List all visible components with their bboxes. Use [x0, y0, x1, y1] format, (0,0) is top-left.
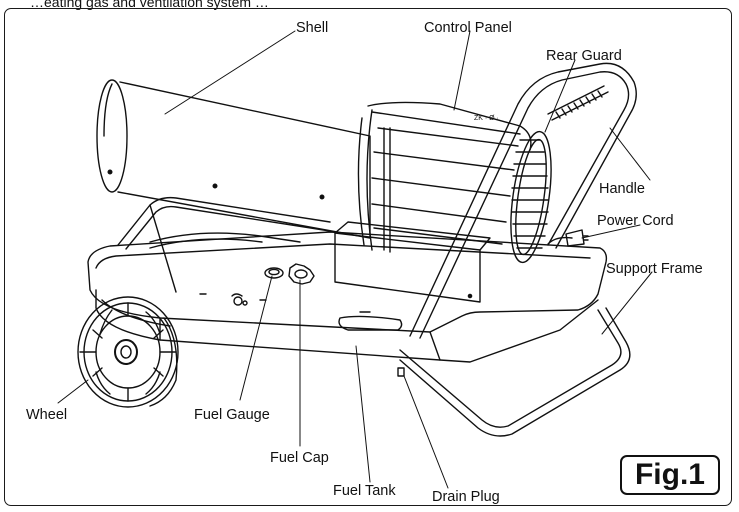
wheel-part — [77, 296, 179, 408]
leader-wheel — [57, 379, 89, 404]
fuel-cap-part — [288, 263, 315, 285]
leader-drain-plug — [403, 375, 449, 489]
leader-control-panel — [453, 30, 471, 111]
support-frame-tube — [117, 196, 631, 437]
fuel-tank — [87, 231, 608, 363]
label-fuel-cap: Fuel Cap — [270, 450, 329, 466]
label-handle: Handle — [599, 181, 645, 197]
shell-body — [96, 79, 371, 249]
leader-handle — [609, 127, 651, 181]
figure-label: Fig.1 — [620, 455, 720, 495]
drain-plug-part — [397, 367, 405, 377]
leader-support-frame — [601, 271, 653, 335]
cropped-header: …eating gas and ventilation system … — [0, 0, 739, 14]
leader-fuel-gauge — [239, 275, 273, 401]
label-shell: Shell — [296, 20, 329, 36]
leader-power-cord — [581, 224, 641, 239]
rear-guard-grill — [510, 130, 552, 264]
power-cord — [547, 229, 589, 247]
label-fuel-gauge: Fuel Gauge — [194, 407, 270, 423]
label-power-cord: Power Cord — [597, 213, 674, 229]
leader-shell — [164, 30, 296, 115]
label-control-panel: Control Panel — [424, 20, 512, 36]
label-drain-plug: Drain Plug — [432, 489, 500, 505]
figure-frame — [4, 8, 732, 506]
control-panel-housing: ZK · Ø · — [334, 101, 532, 303]
label-wheel: Wheel — [26, 407, 68, 423]
label-rear-guard: Rear Guard — [546, 48, 622, 64]
leader-rear-guard — [544, 59, 576, 133]
fuel-gauge-part — [264, 267, 284, 279]
leader-fuel-tank — [355, 345, 371, 483]
cropped-header-text: …eating gas and ventilation system … — [30, 0, 269, 10]
label-fuel-tank: Fuel Tank — [333, 483, 396, 499]
label-support-frame: Support Frame — [606, 261, 703, 277]
handle-tube — [409, 62, 637, 339]
svg-text:ZK · Ø ·: ZK · Ø · — [474, 115, 499, 122]
leader-lines — [57, 30, 653, 489]
